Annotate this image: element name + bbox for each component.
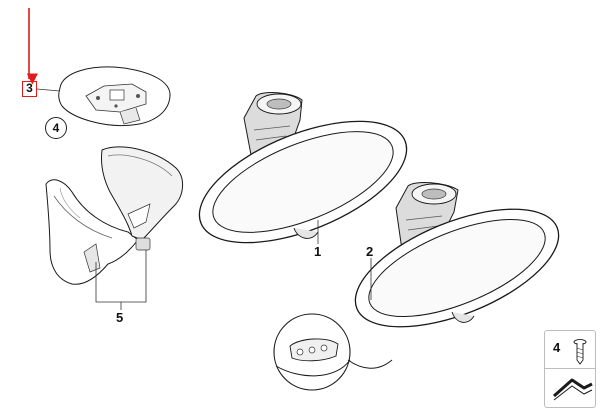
callout-2: 2 <box>366 244 374 259</box>
screw-icon <box>573 339 587 365</box>
callout-1: 1 <box>314 244 322 259</box>
rear-view-mirror-icon[interactable] <box>183 92 423 268</box>
callout-3: 3 <box>22 81 37 97</box>
legend-divider <box>545 368 595 369</box>
detail-magnifier <box>273 313 393 391</box>
mounting-plate-icon[interactable] <box>58 66 171 127</box>
mirror-cover-icon[interactable] <box>45 146 183 285</box>
leader-3 <box>36 88 61 92</box>
arrow-icon <box>553 378 593 401</box>
legend-box <box>544 330 596 408</box>
rear-view-mirror-icon[interactable] <box>340 182 575 352</box>
leader-5 <box>95 250 147 310</box>
callout-4: 4 <box>45 117 67 139</box>
callout-5: 5 <box>116 310 124 325</box>
legend-callout-4: 4 <box>553 340 561 355</box>
